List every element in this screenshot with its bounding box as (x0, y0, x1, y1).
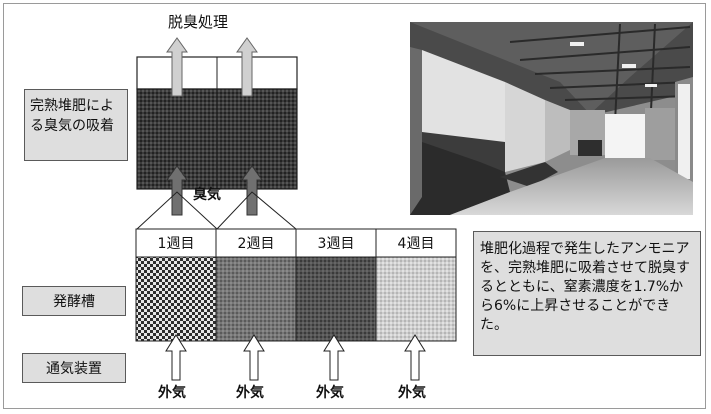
ferment-tank-label: 発酵槽 (53, 294, 95, 310)
deodorization-title: 脱臭処理 (168, 13, 229, 31)
outside-air-label: 外気 (398, 385, 426, 401)
week-1-label: 1週目 (157, 236, 195, 252)
compost-adsorption-box: 完熟堆肥による臭気の吸着 (24, 89, 128, 161)
outside-air-label: 外気 (158, 385, 186, 401)
exhaust-arrow (236, 37, 258, 97)
outside-air-label: 外気 (316, 385, 344, 401)
week-3-label: 3週目 (317, 236, 355, 252)
air-arrow (323, 334, 345, 381)
facility-photo-image (410, 22, 693, 215)
aeration-label: 通気装置 (46, 361, 102, 377)
result-note-box: 堆肥化過程で発生したアンモニアを、完熟堆肥に吸着させて脱臭するとともに、窒素濃度… (473, 231, 701, 356)
air-arrow (404, 334, 426, 381)
week-2-label: 2週目 (237, 236, 275, 252)
compost-adsorption-label: 完熟堆肥による臭気の吸着 (30, 98, 114, 134)
smell-label: 臭気 (193, 187, 221, 203)
result-note-text: 堆肥化過程で発生したアンモニアを、完熟堆肥に吸着させて脱臭するとともに、窒素濃度… (480, 241, 690, 333)
facility-photo (410, 22, 693, 215)
ferment-cell-week3 (295, 256, 377, 342)
week-header-cell (215, 228, 297, 258)
ferment-tank-box: 発酵槽 (22, 286, 126, 316)
smell-arrow (166, 165, 188, 216)
exhaust-arrow (166, 37, 188, 97)
week-header-cell (135, 228, 217, 258)
aeration-box: 通気装置 (22, 353, 126, 383)
collect-line-2 (216, 191, 297, 230)
outside-air-label: 外気 (236, 385, 264, 401)
ferment-cell-week2 (215, 256, 297, 342)
smell-arrow (241, 165, 263, 216)
air-arrow (243, 334, 265, 381)
ferment-cell-week1 (135, 256, 217, 342)
ferment-cell-week4 (375, 256, 457, 342)
week-4-label: 4週目 (397, 236, 435, 252)
collect-line-1 (136, 191, 218, 230)
air-arrow (165, 334, 187, 381)
figure-frame (3, 3, 706, 409)
